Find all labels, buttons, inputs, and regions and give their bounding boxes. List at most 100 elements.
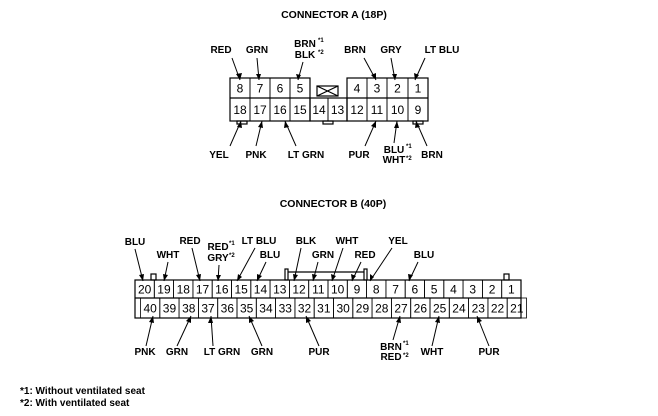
pin-number: 29	[356, 302, 370, 316]
pin-cell: 13	[327, 97, 348, 122]
wire-label-red: RED	[210, 45, 231, 56]
pin-cell: 5	[289, 77, 311, 99]
pin-cell: 8	[229, 77, 251, 99]
pin-number: 34	[259, 302, 273, 316]
pin-number: 15	[293, 103, 307, 117]
pin-cell: 4	[346, 77, 368, 99]
connector-b-title: CONNECTOR B (40P)	[280, 198, 387, 210]
wire-label-gry-note: *2	[229, 253, 235, 259]
pin-cell: 25	[429, 297, 450, 319]
pin-cell: 2	[481, 279, 503, 299]
connector-b-top-labels: BLU WHT RED RED *1 GRY *2 LT BLU BLU BLK…	[125, 236, 435, 264]
pin-cell: 13	[269, 279, 290, 299]
wire-label-lt-blu: LT BLU	[242, 236, 277, 247]
pin-cell: 12	[346, 97, 368, 122]
connector-b-bottom-labels: PNK GRN LT GRN GRN PUR BRN *1 RED *2 WHT…	[134, 341, 500, 363]
pin-number: 39	[163, 302, 177, 316]
pin-number: 10	[331, 283, 345, 297]
pin-number: 17	[196, 283, 210, 297]
pin-number: 7	[392, 283, 399, 297]
wire-label-grn: GRN	[166, 347, 188, 358]
pin-number: 35	[240, 302, 254, 316]
wire-label-brn: BRN	[421, 150, 443, 161]
pin-number: 11	[371, 103, 384, 117]
wire-label-red: RED	[380, 352, 401, 363]
pin-cell: 36	[217, 297, 238, 319]
connector-a-leader-dots	[236, 73, 420, 128]
pin-cell: 19	[153, 279, 175, 299]
pin-number: 40	[143, 302, 157, 316]
pin-cell: 38	[178, 297, 199, 319]
pin-number: 32	[298, 302, 312, 316]
pin-cell: 26	[410, 297, 431, 319]
wire-label-wht: WHT	[157, 250, 180, 261]
pin-number: 4	[450, 283, 457, 297]
pin-number: 3	[374, 82, 381, 96]
wire-label-wht: WHT	[421, 347, 444, 358]
wire-label-brn: BRN	[294, 39, 316, 50]
wire-label-blu: BLU	[260, 250, 281, 261]
pin-cell: 27	[390, 297, 412, 319]
pin-cell: 29	[352, 297, 373, 319]
pin-cell: 16	[211, 279, 232, 299]
pin-number: 10	[391, 103, 405, 117]
pin-number: 33	[279, 302, 293, 316]
wire-label-red: RED	[179, 236, 200, 247]
wire-label-wht: WHT	[336, 236, 359, 247]
pin-number: 18	[233, 103, 247, 117]
pin-cell: 23	[468, 297, 489, 319]
pin-number: 38	[182, 302, 196, 316]
pin-cell: 20	[134, 279, 155, 299]
pin-cell: 39	[159, 297, 180, 319]
pin-cell: 24	[448, 297, 469, 319]
pin-cell: 15	[231, 279, 252, 299]
pin-cell: 34	[255, 297, 276, 319]
pin-number: 26	[414, 302, 428, 316]
pin-cell-border	[506, 297, 527, 319]
pin-number: 5	[431, 283, 438, 297]
pin-cell: 6	[404, 279, 425, 299]
pin-number: 4	[354, 82, 361, 96]
pin-cell: 11	[366, 97, 388, 122]
pin-number: 6	[412, 283, 419, 297]
pin-number: 17	[253, 103, 267, 117]
pin-cell: 37	[197, 297, 219, 319]
pin-cell: 7	[385, 279, 406, 299]
wire-label-pur: PUR	[478, 347, 500, 358]
pin-number: 9	[354, 283, 361, 297]
wire-label-grn: GRN	[251, 347, 273, 358]
pin-number: 7	[257, 82, 264, 96]
pin-cell: 33	[275, 297, 296, 319]
wire-label-blu-note: *1	[406, 144, 412, 150]
pin-cell: 22	[487, 297, 508, 319]
connector-a-bottom-labels: YEL PNK LT GRN PUR BLU *1 WHT *2 BRN	[209, 144, 443, 166]
pin-cell: 3	[462, 279, 483, 299]
footnotes: *1: Without ventilated seat *2: With ven…	[20, 386, 146, 409]
pin-cell: 12	[288, 279, 310, 299]
pin-number: 27	[394, 302, 408, 316]
wire-label-blu: BLU	[125, 237, 146, 248]
wire-label-blk: BLK	[295, 50, 316, 61]
connector-a-title: CONNECTOR A (18P)	[281, 9, 387, 21]
wire-label-lt-grn: LT GRN	[288, 150, 324, 161]
pin-number: 16	[215, 283, 229, 297]
pin-number: 14	[254, 283, 268, 297]
pin-cell: 9	[346, 279, 367, 299]
wire-label-lt-grn: LT GRN	[204, 347, 240, 358]
pin-cell: 18	[173, 279, 194, 299]
pin-cell: 3	[366, 77, 388, 99]
wire-label-grn: GRN	[312, 250, 334, 261]
pin-number: 25	[433, 302, 447, 316]
wire-label-wht: WHT	[383, 155, 406, 166]
pin-cell: 21	[506, 297, 527, 319]
pin-cell: 17	[249, 97, 271, 122]
wire-label-red: RED	[207, 242, 228, 253]
pin-number: 12	[292, 283, 306, 297]
wire-label-red: RED	[354, 250, 375, 261]
pin-cell-border	[407, 97, 429, 122]
pin-cell: 6	[269, 77, 291, 99]
pin-cell: 17	[192, 279, 213, 299]
pin-number: 2	[489, 283, 496, 297]
